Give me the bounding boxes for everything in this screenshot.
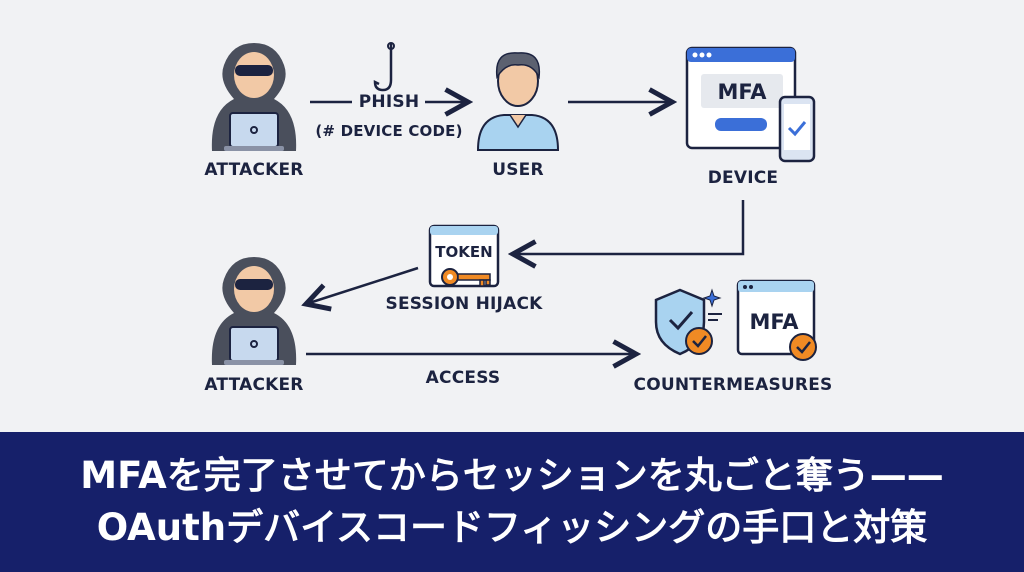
speed-lines-icon <box>708 313 722 321</box>
countermeasures-label: COUNTERMEASURES <box>633 375 833 395</box>
diagram-canvas: MFA TOKEN <box>211 42 817 432</box>
arrow-token-to-attacker <box>306 266 419 304</box>
attack-flow-diagram: MFA TOKEN <box>204 42 833 432</box>
token-label: TOKEN <box>435 243 492 261</box>
user-icon <box>476 52 560 151</box>
device-mfa-text: MFA <box>717 80 767 104</box>
check-badge-icon <box>789 333 817 361</box>
phone-icon <box>778 95 816 163</box>
key-icon <box>441 268 491 287</box>
attacker-label: ATTACKER <box>204 160 304 180</box>
fish-hook-icon <box>373 42 395 92</box>
arrow-device-to-token <box>513 200 745 254</box>
access-label: ACCESS <box>425 368 501 388</box>
user-label: USER <box>492 160 544 180</box>
phish-label: PHISH <box>358 92 420 112</box>
banner-title-line2: OAuthデバイスコードフィッシングの手口と対策 <box>96 506 928 549</box>
attacker-label: ATTACKER <box>204 375 304 395</box>
attacker-icon <box>211 257 297 365</box>
title-banner: MFAを完了させてからセッションを丸ごと奪う—— OAuthデバイスコードフィッ… <box>0 432 1024 572</box>
attacker-icon <box>211 43 297 151</box>
banner-title-line1: MFAを完了させてからセッションを丸ごと奪う—— <box>80 454 944 497</box>
sparkle-icon <box>702 288 722 308</box>
check-badge-icon <box>685 327 713 355</box>
countermeasure-mfa-text: MFA <box>749 310 799 334</box>
phish-sublabel: (# DEVICE CODE) <box>315 122 463 140</box>
device-window-icon: MFA <box>685 46 797 150</box>
device-label: DEVICE <box>707 168 779 188</box>
session-hijack-label: SESSION HIJACK <box>385 294 543 314</box>
